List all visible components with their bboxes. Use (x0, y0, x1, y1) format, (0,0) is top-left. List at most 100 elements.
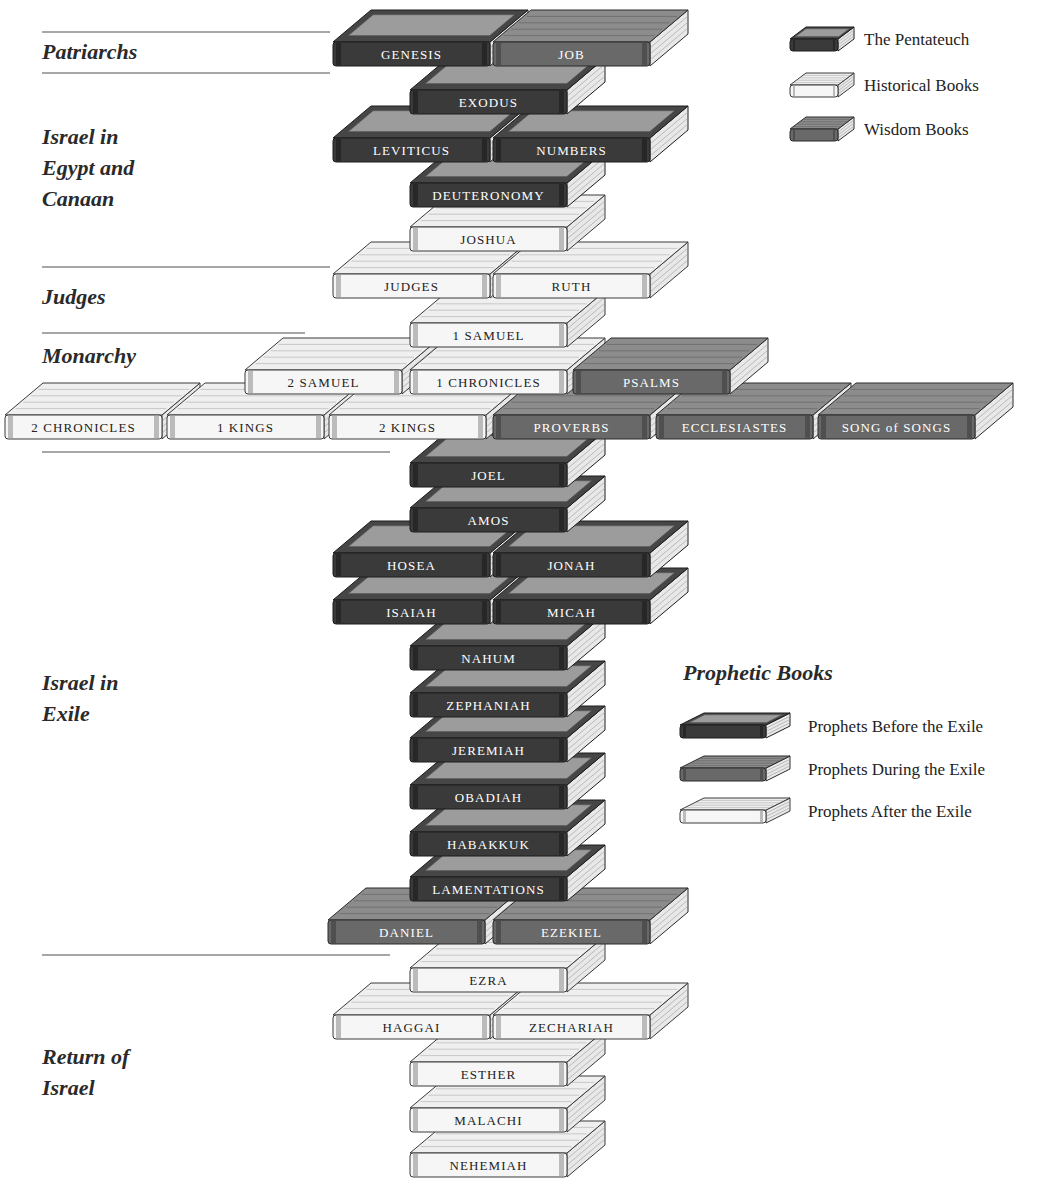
spine-band (413, 739, 418, 761)
spine-band (683, 811, 686, 822)
separator-line (42, 266, 330, 267)
book-spine: JOSHUA (410, 227, 567, 251)
book-spine-shape (410, 832, 567, 856)
cover-stripe (367, 989, 518, 990)
spine-band (642, 275, 647, 297)
spine-band (482, 1016, 487, 1038)
book-title: MALACHI (454, 1114, 522, 1127)
spine-band (482, 275, 487, 297)
book-title: EXODUS (459, 96, 518, 109)
cover-stripe (687, 807, 770, 808)
cover-panel (508, 526, 674, 547)
legend-text: Prophets During the Exile (808, 760, 985, 780)
book-cover (410, 476, 605, 508)
cover-stripe (428, 955, 579, 956)
spine-band (482, 139, 487, 161)
cover-stripe (519, 22, 670, 23)
book-spine-shape (410, 738, 567, 762)
spine-band (478, 416, 483, 438)
book-cover (410, 338, 605, 370)
cover-stripe (178, 408, 329, 409)
spine-band (413, 509, 418, 531)
cover-stripe (519, 995, 670, 996)
spine-band (336, 43, 341, 65)
page-line (766, 723, 790, 735)
spine-band (496, 554, 501, 576)
book-title: HAGGAI (383, 1021, 441, 1034)
spine-band (642, 601, 647, 623)
page-line (766, 808, 790, 820)
book-title: 2 CHRONICLES (31, 421, 136, 434)
spine-band (496, 43, 501, 65)
spine-band (496, 139, 501, 161)
spine-band (559, 1154, 564, 1176)
cover-stripe (444, 1127, 595, 1128)
book-cover (493, 568, 688, 600)
book-spine-shape (790, 85, 838, 97)
legend-entry: The Pentateuch (790, 27, 969, 53)
cover-stripe (354, 900, 505, 901)
cover-stripe (421, 961, 572, 962)
book-spine: EXODUS (410, 90, 567, 114)
book-cover (493, 983, 688, 1015)
cover-stripe (794, 82, 840, 83)
spine-band (336, 601, 341, 623)
book-title: JOB (558, 48, 584, 61)
cover-stripe (504, 913, 655, 914)
cover-stripe (362, 894, 513, 895)
spine-band (559, 464, 564, 486)
book-spine: 2 SAMUEL (245, 370, 402, 394)
book-spine: 1 CHRONICLES (410, 370, 567, 394)
spine-band (760, 726, 763, 737)
book-spine: PROVERBS (493, 415, 650, 439)
cover-stripe (271, 350, 422, 351)
cover-stripe (340, 408, 491, 409)
book-spine-shape (680, 810, 766, 823)
spine-band (413, 786, 418, 808)
book-title: ESTHER (461, 1068, 517, 1081)
book-title: RUTH (552, 280, 592, 293)
book-spine: 2 CHRONICLES (5, 415, 162, 439)
cover-stripe (444, 344, 595, 345)
cover-stripe (527, 894, 678, 895)
book: 1 SAMUEL (410, 291, 605, 347)
book-spine-shape (493, 274, 650, 298)
book-cover (410, 845, 605, 877)
cover-stripe (674, 402, 825, 403)
book-cover (167, 383, 362, 415)
book: JOB (493, 10, 688, 66)
cover-stripe (667, 408, 818, 409)
spine-band (559, 969, 564, 991)
book-spine-shape (493, 920, 650, 944)
cover-stripe (359, 254, 510, 255)
cover-stripe (436, 303, 587, 304)
cover-panel (348, 15, 514, 36)
cover-stripe (519, 900, 670, 901)
book-title: NEHEMIAH (449, 1159, 527, 1172)
cover-stripe (421, 316, 572, 317)
book-title: PROVERBS (534, 421, 610, 434)
spine-band (559, 1063, 564, 1085)
book-spine-shape (410, 323, 567, 347)
book-cover (410, 195, 605, 227)
book-title: MICAH (547, 606, 596, 619)
spine-band (559, 228, 564, 250)
era-label: Return of Israel (42, 1041, 134, 1103)
spine-band (559, 324, 564, 346)
cover-stripe (527, 16, 678, 17)
cover-stripe (23, 402, 174, 403)
spine-band (559, 833, 564, 855)
spine-band (413, 184, 418, 206)
book-drawing (410, 431, 607, 489)
book-title: NUMBERS (536, 144, 607, 157)
book-title: ZECHARIAH (529, 1021, 614, 1034)
book-spine-shape (680, 768, 766, 781)
cover-stripe (804, 75, 850, 76)
cover-stripe (797, 80, 843, 81)
book-cover (410, 1030, 605, 1062)
cover-stripe (444, 942, 595, 943)
spine-band (496, 921, 501, 943)
spine-band (336, 139, 341, 161)
book-spine-shape (333, 600, 490, 624)
